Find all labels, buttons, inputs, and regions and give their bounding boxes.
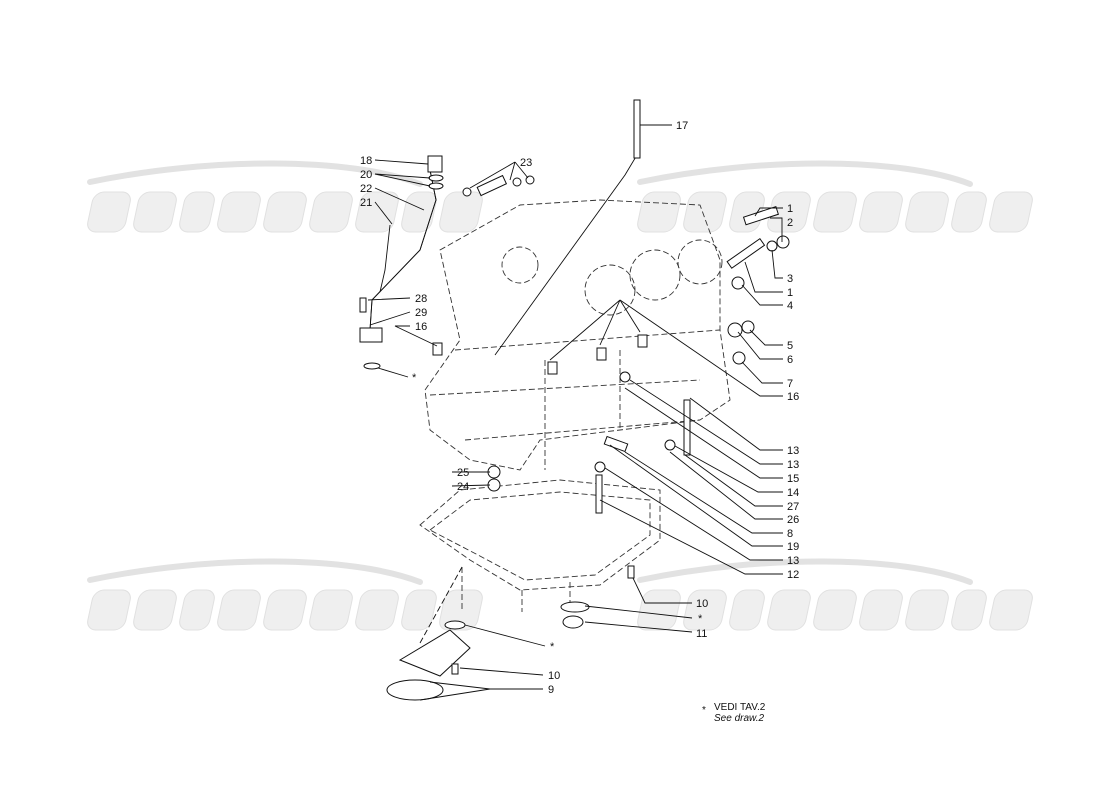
callout-3: 3 [787,273,793,285]
engine-block [424,199,731,471]
callout-5: 5 [787,340,793,352]
callout-22: 22 [360,183,372,195]
callout-13: 13 [787,445,799,457]
callout-13: 13 [787,555,799,567]
callout-4: 4 [787,300,793,312]
note-english: See draw.2 [714,713,765,724]
callout-12: 12 [787,569,799,581]
watermark-logo [86,163,1035,630]
callout-18: 18 [360,155,372,167]
oil-pickup [386,566,471,701]
callout-1: 1 [787,287,793,299]
dipstick-tube [359,155,444,370]
callout-star: * [550,641,555,653]
callout-14: 14 [787,487,799,499]
stud-17 [633,99,641,159]
callout-7: 7 [787,378,793,390]
callout-8: 8 [787,528,793,540]
callout-20: 20 [360,169,372,181]
callout-21: 21 [360,197,372,209]
callout-16: 16 [787,391,799,403]
callout-9: 9 [548,684,554,696]
reference-note: * VEDI TAV.2 See draw.2 [702,702,766,724]
callout-2: 2 [787,217,793,229]
callout-6: 6 [787,354,793,366]
note-symbol: * [702,705,706,716]
note-italian: VEDI TAV.2 [714,702,766,713]
callout-19: 19 [787,541,799,553]
callout-10: 10 [696,598,708,610]
callout-10: 10 [548,670,560,682]
callout-25: 25 [457,467,469,479]
leader-lines [367,124,783,701]
callout-1: 1 [787,203,793,215]
callout-labels: 18 20 22 21 23 17 28 29 16 * 25 24 10 9 … [360,120,799,696]
callout-15: 15 [787,473,799,485]
callout-26: 26 [787,514,799,526]
callout-13: 13 [787,459,799,471]
callout-28: 28 [415,293,427,305]
callout-23: 23 [520,157,532,169]
callout-star: * [412,372,417,384]
callout-star: * [698,613,703,625]
callout-16: 16 [415,321,427,333]
small-parts [432,174,790,675]
callout-24: 24 [457,481,469,493]
callout-27: 27 [787,501,799,513]
callout-17: 17 [676,120,688,132]
callout-29: 29 [415,307,427,319]
callout-11: 11 [696,628,707,640]
